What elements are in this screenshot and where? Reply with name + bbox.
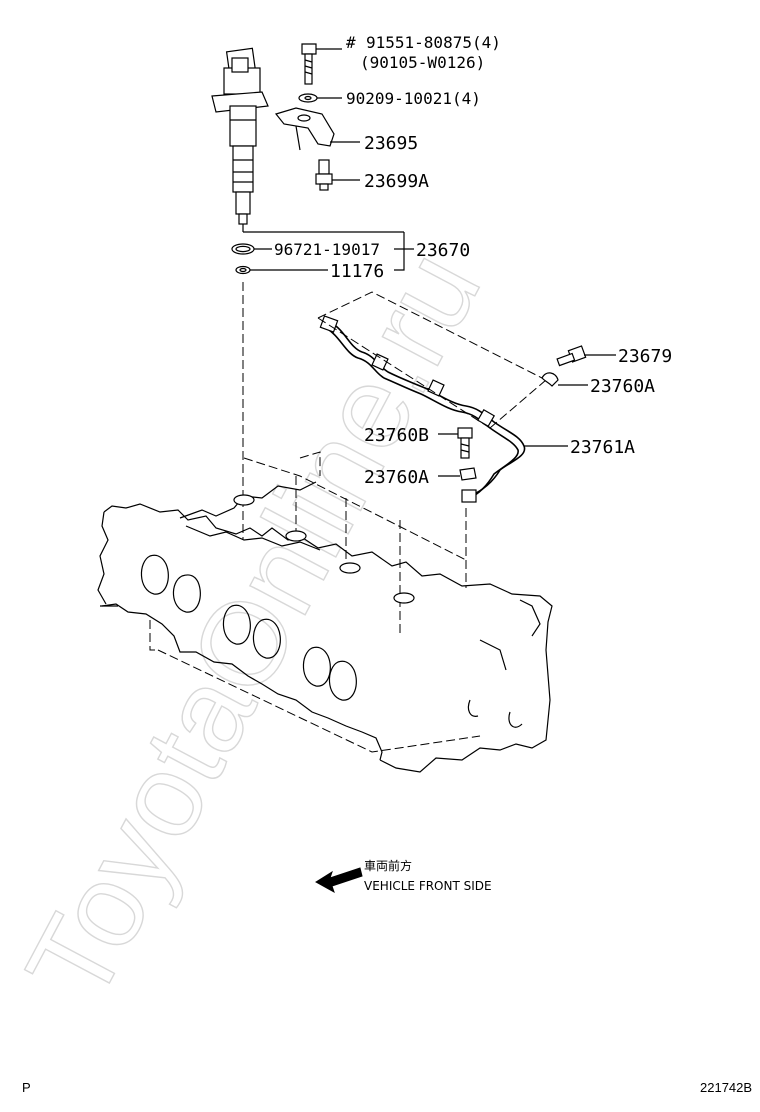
sensor-part-number: 23699A <box>364 171 429 192</box>
sensor-illustration <box>315 159 333 191</box>
clamp-right-illustration <box>541 372 559 387</box>
bolt-illustration <box>301 43 317 85</box>
washer-part-number: 90209-10021(4) <box>346 89 481 108</box>
cylinder-head-illustration <box>97 451 553 773</box>
clamp-left-illustration <box>459 467 477 481</box>
gasket-illustration <box>235 265 251 275</box>
gasket-part-number: 11176 <box>330 261 384 282</box>
clamp-illustration <box>274 107 335 151</box>
union-bolt-right-illustration <box>556 345 587 367</box>
union-bolt-left-part-number: 23760B <box>364 425 429 446</box>
direction-arrow-icon <box>315 867 363 894</box>
fuel-pipe-illustration <box>319 315 526 503</box>
vehicle-front-english: VEHICLE FRONT SIDE <box>364 879 492 893</box>
fuel-pipe-part-number: 23761A <box>570 437 635 458</box>
washer-illustration <box>298 93 318 103</box>
watermark: ToyotaOnline.ru <box>1 231 506 1023</box>
injector-part-number: 23670 <box>416 240 470 261</box>
clamp-part-number: 23695 <box>364 133 418 154</box>
clamp-right-part-number: 23760A <box>590 376 655 397</box>
injector-illustration <box>211 47 269 232</box>
illustration-number: 221742B <box>700 1080 752 1095</box>
oring-part-number: 96721-19017 <box>274 240 380 259</box>
union-bolt-right-part-number: 23679 <box>618 346 672 367</box>
bolt-prefix: # <box>346 33 356 52</box>
clamp-left-part-number: 23760A <box>364 467 429 488</box>
footer-left-code: P <box>22 1080 31 1095</box>
vehicle-front-japanese: 車両前方 <box>364 858 412 873</box>
union-bolt-left-illustration <box>457 427 473 459</box>
bolt-part-number: 91551-80875(4) <box>366 33 501 52</box>
bolt-alt-part-number: (90105-W0126) <box>360 53 485 72</box>
oring-illustration <box>231 243 255 255</box>
